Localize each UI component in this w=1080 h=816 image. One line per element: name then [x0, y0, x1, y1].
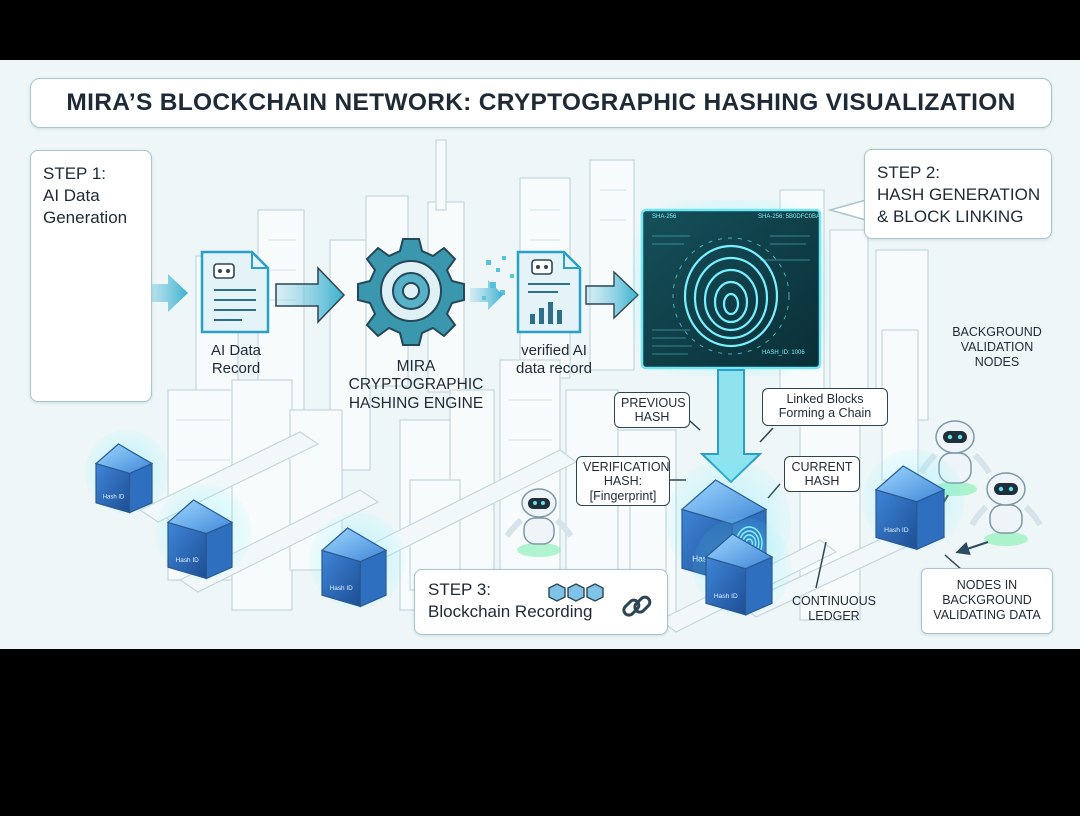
nodes-line1: NODES IN — [956, 578, 1018, 592]
verification-hash-line1: VERIFICATION — [583, 460, 670, 474]
flow-arrow-to-verified — [470, 280, 503, 310]
ledger-block-3: Hash ID — [309, 512, 406, 608]
nodes-validating-panel: NODES IN BACKGROUND VALIDATING DATA — [921, 568, 1053, 634]
ai-record-line1: AI Data — [210, 342, 262, 359]
ledger-block-2: Hash ID — [155, 484, 252, 580]
engine-line2: CRYPTOGRAPHIC — [348, 376, 484, 394]
block-hash-id-label: Hash ID — [884, 527, 909, 534]
step2-panel: STEP 2: HASH GENERATION & BLOCK LINKING — [864, 149, 1052, 239]
screen-algo-left: SHA-256 — [652, 214, 677, 220]
previous-hash-callout: PREVIOUS HASH — [614, 392, 690, 428]
screen-algo-right: SHA-256: 5B0DFC0BA — [758, 214, 821, 220]
engine-line1: MIRA — [396, 358, 436, 375]
ledger-block-6: Hash ID — [862, 449, 965, 551]
verified-line1: verified AI — [521, 342, 587, 359]
verification-hash-line2: HASH: — [603, 474, 643, 489]
ledger-line2: LEDGER — [808, 608, 860, 623]
engine-line3: HASHING ENGINE — [348, 394, 484, 412]
city-buildings — [167, 139, 929, 631]
verification-hash-line3: [Fingerprint] — [589, 488, 657, 503]
previous-hash-line2: HASH — [634, 410, 670, 425]
fingerprint-icon — [683, 244, 779, 348]
nodes-validating-label: NODES IN BACKGROUND VALIDATING DATA — [922, 569, 1052, 622]
verification-hash-callout: VERIFICATION HASH: [Fingerprint] — [576, 456, 670, 506]
step3-panel: STEP 3: Blockchain Recording — [414, 569, 668, 635]
chain-link-icon — [622, 595, 652, 617]
screen-hash-id: HASH_ID: 1006 — [762, 350, 805, 356]
current-hash-line2: HASH — [804, 474, 840, 489]
continuous-ledger-label: CONTINUOUS LEDGER — [784, 594, 884, 624]
hash-fingerprint-screen — [640, 208, 822, 370]
bg-validation-line1: BACKGROUND — [952, 325, 1042, 339]
bg-validation-line3: NODES — [974, 354, 1020, 369]
hashing-engine-label: MIRA CRYPTOGRAPHIC HASHING ENGINE — [336, 358, 496, 413]
step1-head: STEP 1: — [43, 164, 106, 183]
page-title: MIRA’S BLOCKCHAIN NETWORK: CRYPTOGRAPHIC… — [30, 78, 1052, 128]
linked-blocks-callout: Linked Blocks Forming a Chain — [762, 388, 888, 426]
flow-arrow-to-screen — [585, 270, 640, 320]
linked-blocks-line2: Forming a Chain — [778, 406, 872, 421]
bg-validation-line2: VALIDATION — [960, 339, 1034, 354]
previous-hash-line1: PREVIOUS — [621, 396, 686, 410]
verified-record-label: verified AI data record — [502, 342, 606, 377]
verified-record-icon — [516, 250, 582, 334]
current-hash-callout: CURRENT HASH — [784, 456, 860, 492]
block-hash-id-label: Hash ID — [714, 593, 738, 600]
step2-label: STEP 2: HASH GENERATION & BLOCK LINKING — [877, 162, 1040, 227]
ai-data-record-icon — [200, 250, 270, 334]
ai-record-line2: Record — [211, 359, 261, 377]
linked-blocks-line1: Linked Blocks — [786, 392, 864, 406]
validation-robot-3 — [504, 488, 574, 557]
block-hash-id-label: Hash ID — [330, 585, 353, 592]
ledger-block-5: Hash ID — [692, 517, 792, 617]
flow-arrow-to-record — [140, 274, 188, 312]
nodes-line2: BACKGROUND — [942, 592, 1032, 607]
validation-robot-2 — [969, 472, 1043, 546]
bg-validation-label: BACKGROUND VALIDATION NODES — [940, 325, 1054, 369]
flow-arrow-to-engine — [275, 266, 346, 324]
step1-line1: AI Data — [43, 185, 100, 205]
mini-blocks-icon — [548, 583, 604, 602]
block-hash-id-label: Hash ID — [103, 494, 125, 500]
ledger-line1: CONTINUOUS — [791, 594, 877, 608]
nodes-line3: VALIDATING DATA — [933, 607, 1041, 622]
ledger-block-1: Hash ID — [84, 430, 169, 514]
step3-label: STEP 3: Blockchain Recording — [428, 579, 592, 623]
step1-panel: STEP 1: AI Data Generation — [30, 150, 152, 402]
current-hash-line1: CURRENT — [791, 460, 853, 474]
step3-head: STEP 3: — [428, 580, 491, 599]
block-hash-id-label: Hash ID — [176, 557, 199, 564]
callout-tail-step2 — [827, 199, 867, 221]
ai-data-record-label: AI Data Record — [196, 342, 276, 377]
step1-line2: Generation — [43, 207, 128, 227]
step2-line2: & BLOCK LINKING — [877, 206, 1024, 226]
step2-line1: HASH GENERATION — [877, 184, 1041, 204]
verified-line2: data record — [516, 359, 592, 377]
step3-line1: Blockchain Recording — [428, 601, 593, 621]
hashing-engine-gear-icon — [357, 238, 465, 346]
step2-head: STEP 2: — [877, 163, 940, 182]
step1-label: STEP 1: AI Data Generation — [43, 163, 127, 228]
